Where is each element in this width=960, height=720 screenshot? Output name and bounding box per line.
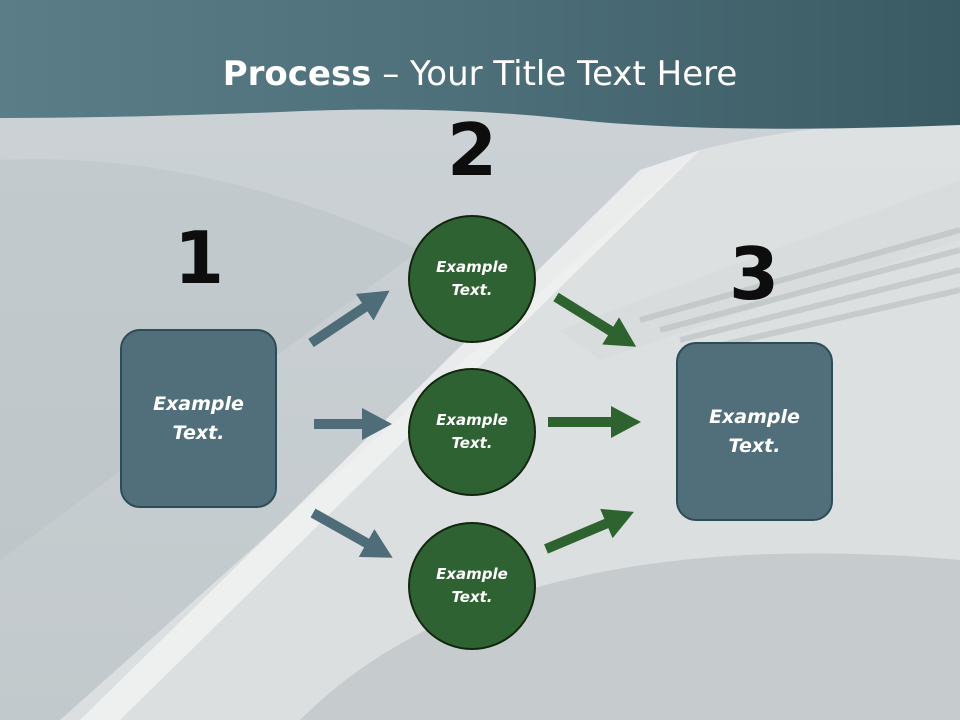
process-circle-middle-label: Example Text. bbox=[436, 411, 508, 452]
title-rest: – Your Title Text Here bbox=[371, 54, 738, 94]
slide-title: Process – Your Title Text Here bbox=[0, 52, 960, 96]
process-box-start: Example Text. bbox=[120, 329, 277, 508]
arrow-left-to-bottom bbox=[310, 508, 393, 558]
arrow-top-to-right bbox=[553, 292, 637, 347]
process-box-start-label: Example Text. bbox=[153, 392, 244, 444]
process-circle-bottom-label: Example Text. bbox=[436, 565, 508, 606]
arrow-left-to-top bbox=[308, 290, 390, 348]
process-box-end: Example Text. bbox=[676, 342, 833, 521]
step-number-3: 3 bbox=[728, 232, 780, 316]
step-number-2: 2 bbox=[446, 108, 498, 192]
title-bold: Process bbox=[222, 54, 372, 94]
process-circle-middle: Example Text. bbox=[408, 368, 536, 496]
process-circle-top-label: Example Text. bbox=[436, 258, 508, 299]
process-box-end-label: Example Text. bbox=[709, 405, 800, 457]
process-circle-bottom: Example Text. bbox=[408, 522, 536, 650]
arrow-bottom-to-right bbox=[544, 508, 634, 554]
process-circle-top: Example Text. bbox=[408, 215, 536, 343]
step-number-1: 1 bbox=[173, 216, 225, 300]
